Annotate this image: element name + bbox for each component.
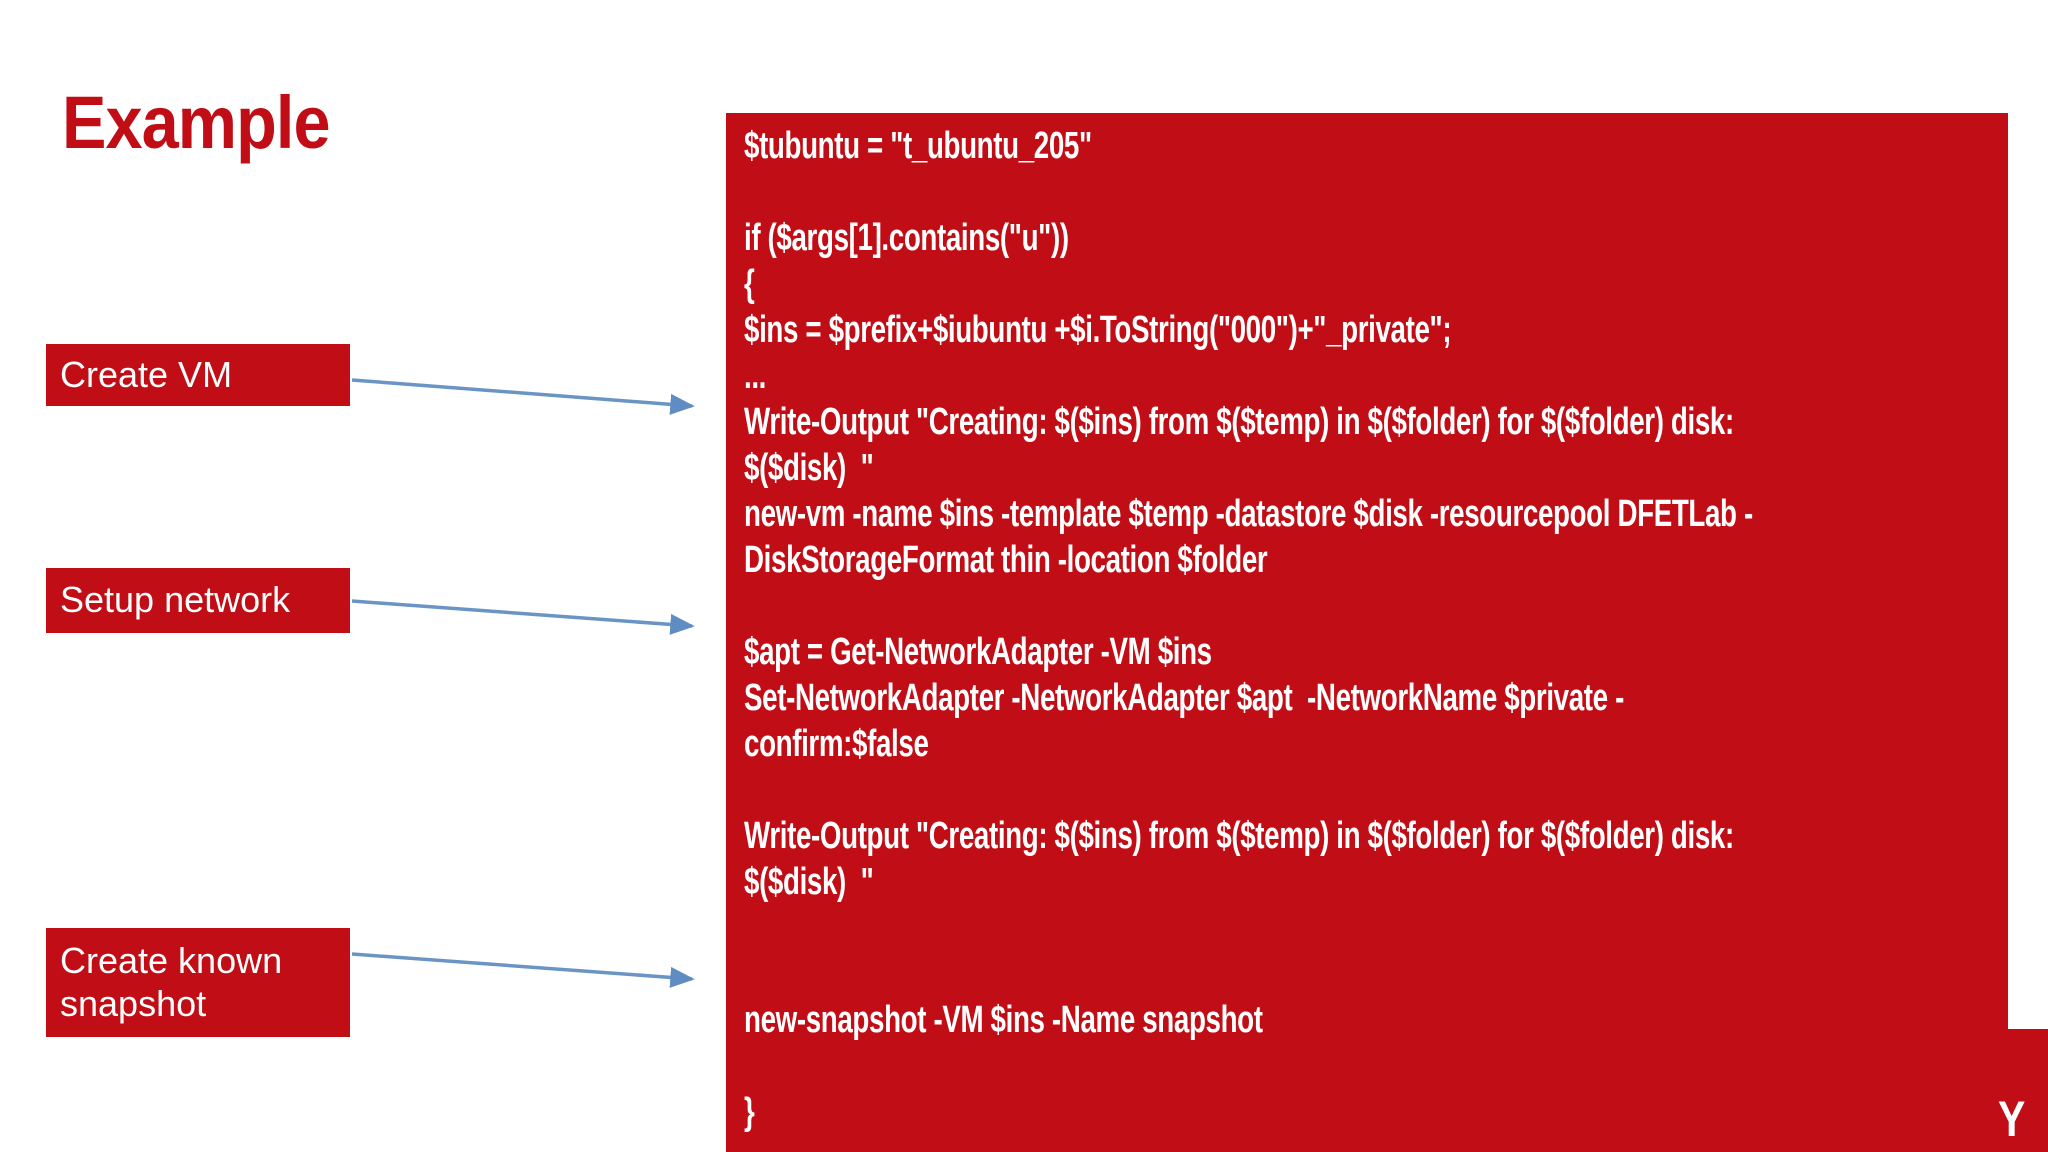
code-line: $($disk) "	[744, 861, 874, 903]
arrow-create-known-snapshot	[351, 952, 695, 988]
step-label-create-vm: Create VM	[46, 344, 350, 406]
code-line	[744, 1043, 1667, 1089]
code-line: Write-Output "Creating: $($ins) from $($…	[744, 815, 1734, 857]
code-line	[744, 767, 1667, 813]
code-line: $tubuntu = "t_ubuntu_205"	[744, 125, 1092, 167]
code-line: Write-Output "Creating: $($ins) from $($…	[744, 401, 1734, 443]
step-label-text: Create known snapshot	[60, 940, 283, 1024]
code-line: DiskStorageFormat thin -location $folder	[744, 539, 1268, 581]
step-label-create-known-snapshot: Create known snapshot	[46, 928, 350, 1037]
code-line: $apt = Get-NetworkAdapter -VM $ins	[744, 631, 1212, 673]
code-line	[744, 951, 1667, 997]
code-line: $ins = $prefix+$iubuntu +$i.ToString("00…	[744, 309, 1452, 351]
code-line: }	[744, 1091, 755, 1133]
code-line: $($disk) "	[744, 447, 874, 489]
step-label-text: Setup network	[60, 579, 291, 621]
code-line: Set-NetworkAdapter -NetworkAdapter $apt …	[744, 677, 1624, 719]
powershell-code-panel: $tubuntu = "t_ubuntu_205"if ($args[1].co…	[726, 113, 2008, 1152]
slide-title: Example	[62, 81, 331, 164]
step-label-text: Create VM	[60, 353, 233, 395]
code-line: new-snapshot -VM $ins -Name snapshot	[744, 999, 1263, 1041]
logo-corner-square	[2008, 1029, 2048, 1152]
code-line: if ($args[1].contains("u"))	[744, 217, 1069, 259]
code-line: ...	[744, 355, 767, 397]
code-line: confirm:$false	[744, 723, 929, 765]
code-line	[744, 169, 1667, 215]
code-line	[744, 905, 1667, 951]
code-line	[744, 583, 1667, 629]
code-line: new-vm -name $ins -template $temp -datas…	[744, 493, 1753, 535]
arrow-setup-network	[351, 599, 695, 635]
step-label-setup-network: Setup network	[46, 568, 350, 633]
arrow-create-vm	[351, 378, 695, 415]
code-line: {	[744, 263, 755, 305]
logo-letter-y: Y	[1998, 1091, 2026, 1147]
